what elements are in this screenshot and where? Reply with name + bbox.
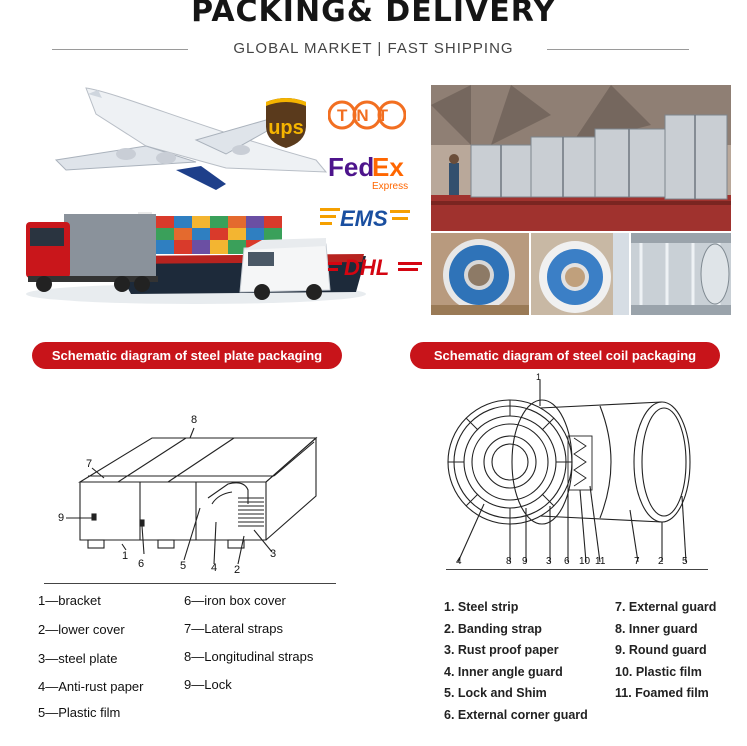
plate-callout-9: 9 — [58, 512, 65, 524]
svg-text:Ex: Ex — [372, 152, 404, 182]
legend-item: 1. Steel strip — [444, 600, 519, 614]
legend-item: 6. External corner guard — [444, 707, 588, 722]
plate-section-heading: Schematic diagram of steel plate packagi… — [32, 342, 342, 369]
plate-callout-8: 8 — [191, 414, 198, 426]
coil-legend-left: 1. Steel strip 2. Banding strap 3. Rust … — [444, 600, 614, 722]
legend-item: 8. Inner guard — [615, 621, 698, 636]
steel-plate-diagram: 8 7 9 1 6 5 4 2 3 — [48, 412, 340, 590]
steel-coil-diagram: 1 4 8 9 3 6 10 11 7 2 5 — [440, 372, 710, 572]
coil-callout-3: 3 — [546, 556, 552, 567]
legend-item: 2. Banding strap — [444, 621, 542, 636]
header-divider-right — [547, 49, 689, 50]
plate-callout-3: 3 — [270, 548, 277, 560]
plate-callout-7: 7 — [86, 458, 93, 470]
svg-text:ups: ups — [268, 117, 304, 139]
dhl-logo: DHL — [328, 254, 424, 280]
coil-wrapped-photo-2 — [531, 233, 629, 315]
coil-callout-11: 11 — [595, 556, 606, 567]
page-subtitle: GLOBAL MARKET | FAST SHIPPING — [233, 40, 514, 57]
page-title: PACKING& DELIVERY — [191, 0, 556, 29]
coil-callout-7: 7 — [634, 556, 640, 567]
legend-item: 4. Inner angle guard — [444, 664, 563, 679]
legend-item: 9. Round guard — [615, 643, 707, 657]
legend-item: 6—iron box cover — [184, 593, 286, 608]
coil-bare-photo — [631, 233, 731, 315]
truck-icon — [26, 214, 158, 292]
plate-legend-right: 6—iron box cover 7—Lateral straps 8—Long… — [184, 593, 354, 692]
legend-item: 11. Foamed film — [615, 686, 709, 700]
shipping-illustration: ups TNT Fed Ex Express EMS DHL — [26, 80, 422, 310]
legend-item: 1—bracket — [38, 593, 101, 608]
coil-callout-8: 8 — [506, 556, 512, 567]
tnt-logo: TNT — [327, 100, 407, 130]
coil-callout-1: 1 — [536, 372, 542, 382]
coil-legend-right: 7. External guard 8. Inner guard 9. Roun… — [615, 600, 745, 700]
svg-text:DHL: DHL — [344, 255, 389, 280]
svg-text:EMS: EMS — [340, 206, 388, 230]
airplane-icon — [54, 87, 328, 190]
coil-callout-5: 5 — [682, 556, 688, 567]
coil-shipment-photo — [431, 85, 731, 231]
fedex-logo: Fed Ex Express — [328, 152, 418, 192]
svg-text:Fed: Fed — [328, 152, 374, 182]
coil-wrapped-photo-1 — [431, 233, 529, 315]
coil-callout-4: 4 — [456, 556, 462, 567]
plate-callout-5: 5 — [180, 560, 187, 572]
legend-item: 4—Anti-rust paper — [38, 679, 144, 694]
coil-callout-9: 9 — [522, 556, 528, 567]
legend-item: 7. External guard — [615, 600, 717, 614]
legend-item: 10. Plastic film — [615, 664, 702, 679]
legend-item: 5—Plastic film — [38, 705, 121, 720]
svg-text:TNT: TNT — [337, 106, 397, 125]
plate-legend-left: 1—bracket 2—lower cover 3—steel plate 4—… — [38, 593, 188, 720]
plate-callout-6: 6 — [138, 558, 145, 570]
legend-item: 7—Lateral straps — [184, 621, 283, 636]
coil-callout-2: 2 — [658, 556, 664, 567]
legend-item: 8—Longitudinal straps — [184, 649, 314, 664]
ems-logo: EMS — [320, 204, 410, 231]
header-divider-left — [52, 49, 188, 50]
legend-item: 5. Lock and Shim — [444, 686, 547, 700]
plate-callout-4: 4 — [211, 562, 218, 574]
coil-section-heading: Schematic diagram of steel coil packagin… — [410, 342, 720, 369]
legend-item: 3. Rust proof paper — [444, 643, 559, 657]
legend-item: 3—steel plate — [38, 651, 118, 666]
plate-diagram-baseline — [44, 583, 336, 584]
plate-callout-1: 1 — [122, 550, 129, 562]
legend-item: 2—lower cover — [38, 622, 125, 637]
ups-logo: ups — [262, 96, 310, 150]
coil-diagram-baseline — [446, 569, 708, 570]
svg-text:Express: Express — [372, 181, 408, 192]
transport-vehicles-image — [26, 87, 366, 304]
van-icon — [239, 238, 331, 300]
plate-callout-2: 2 — [234, 564, 241, 576]
coil-callout-10: 10 — [579, 556, 591, 567]
coil-callout-6: 6 — [564, 556, 570, 567]
legend-item: 9—Lock — [184, 677, 232, 692]
